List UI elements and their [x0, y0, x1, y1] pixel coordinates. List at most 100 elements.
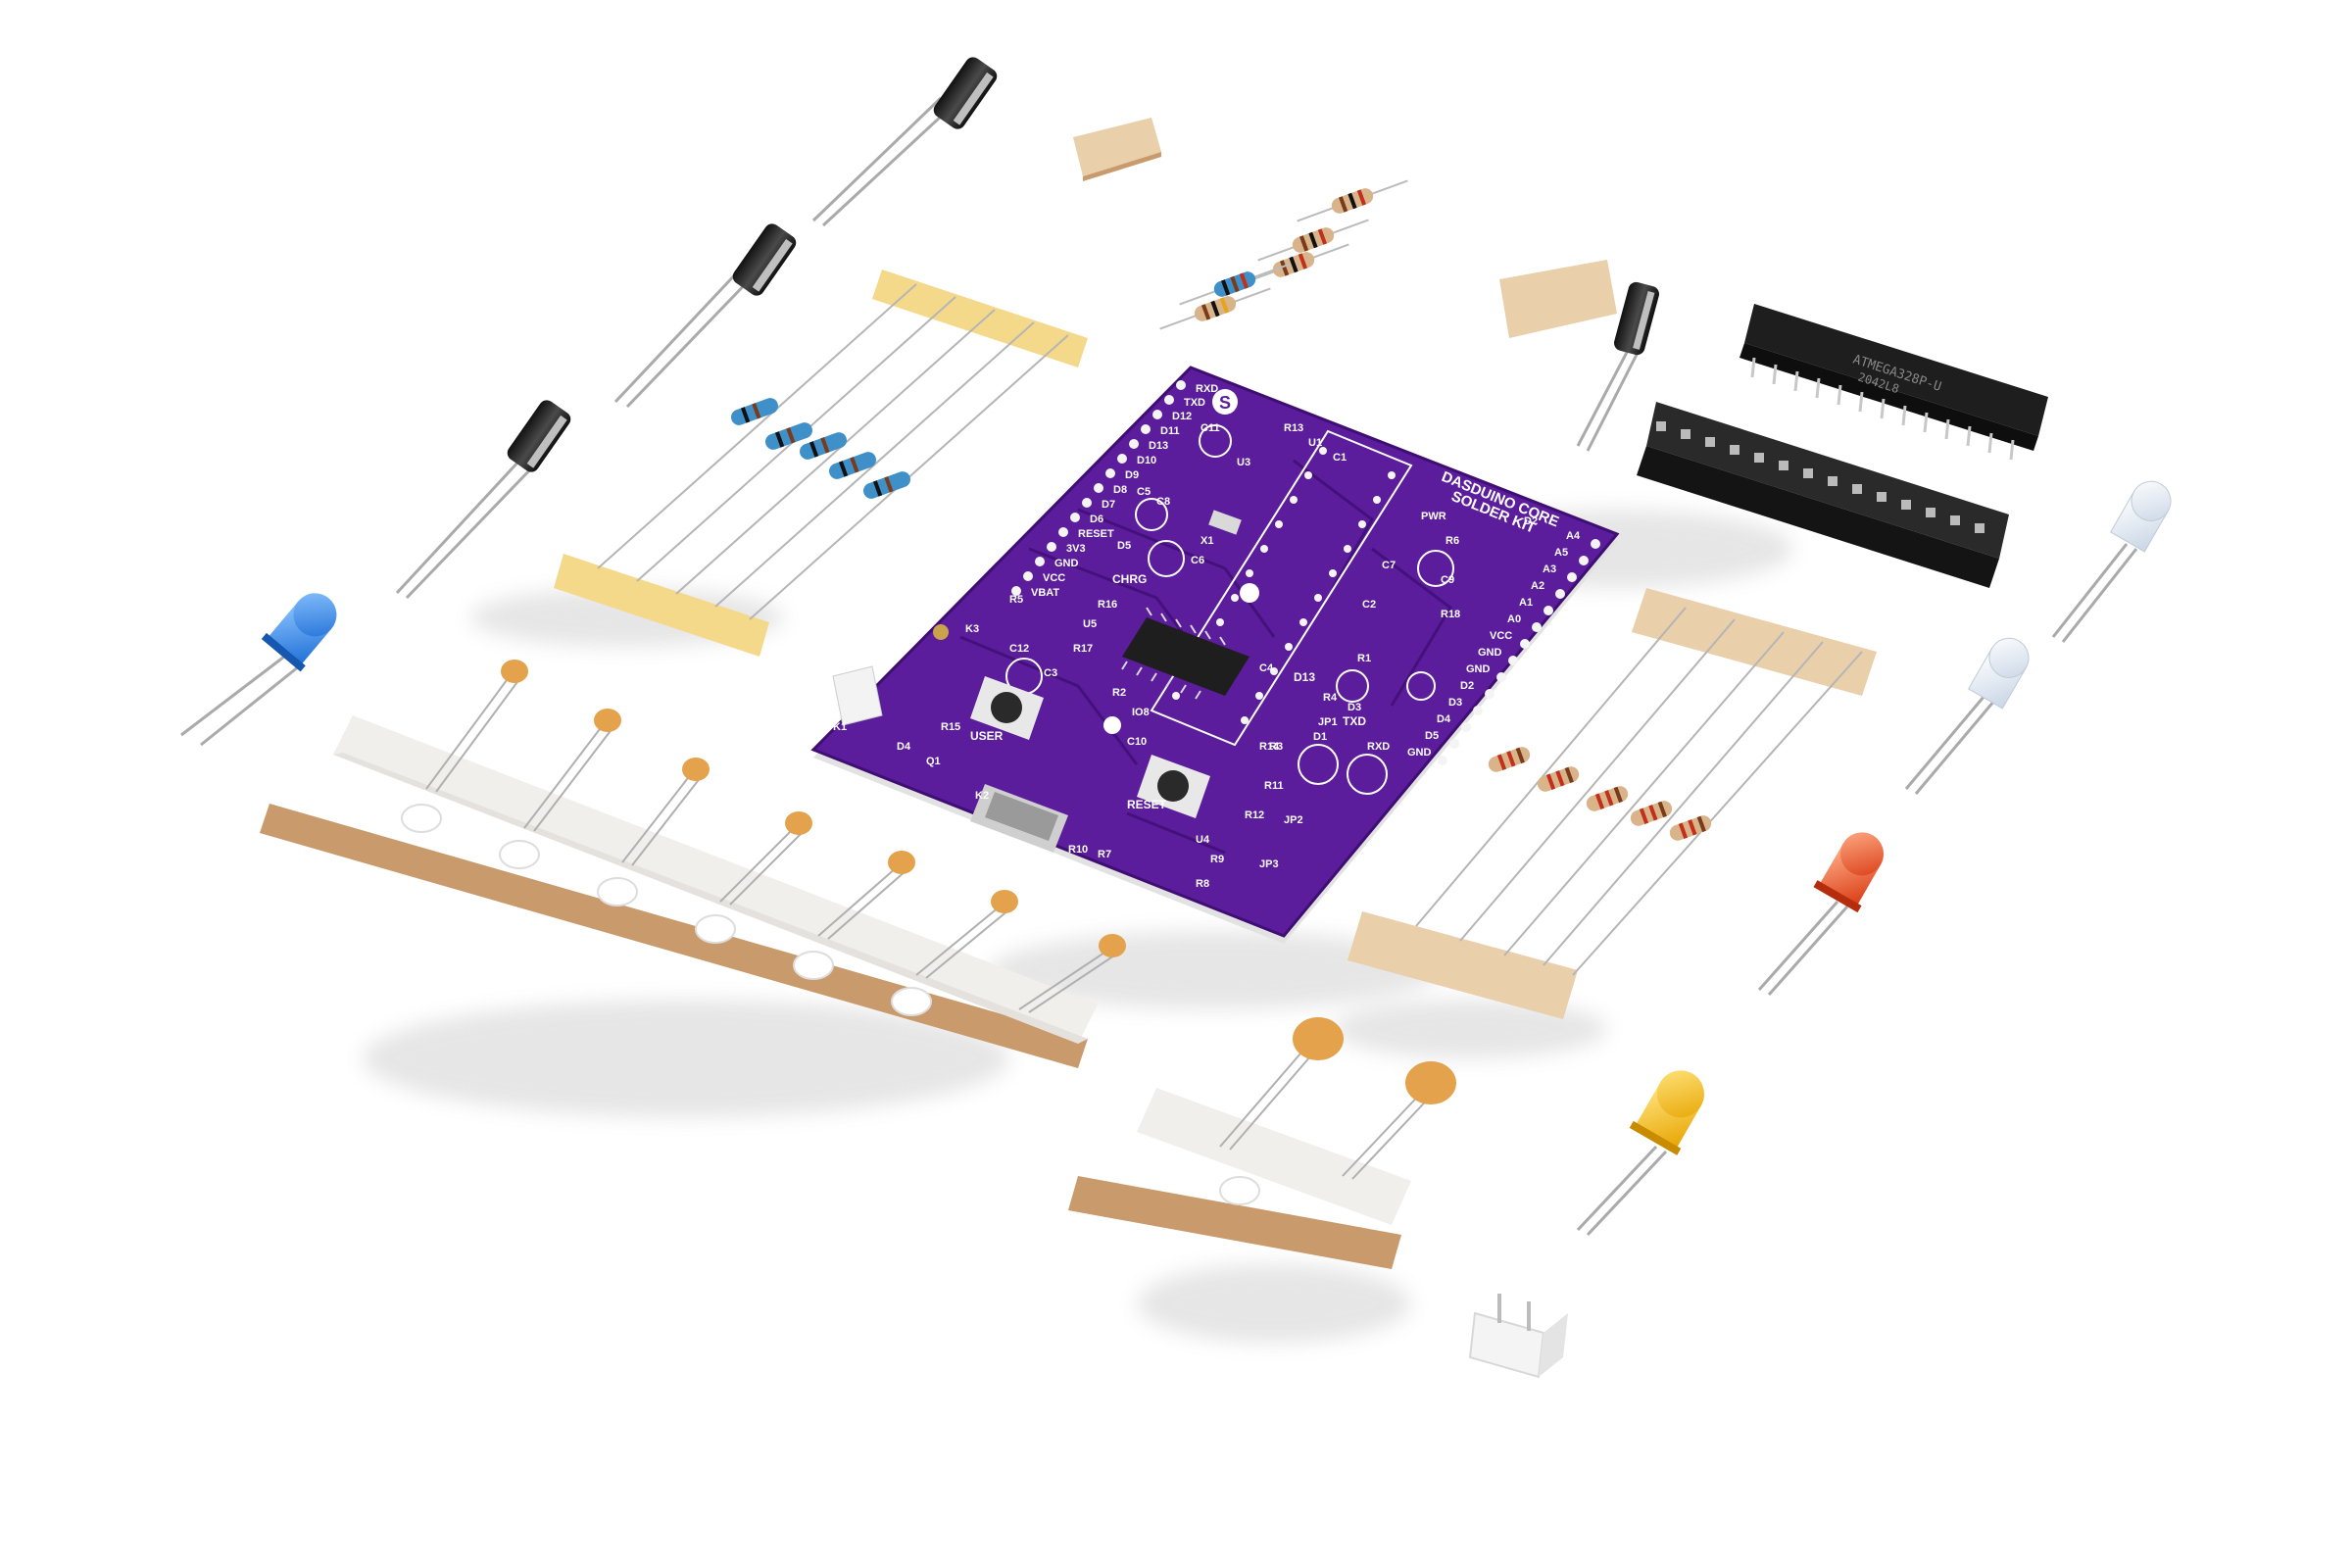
silk-label: R7	[1098, 849, 1111, 860]
silk-left-pin: 3V3	[1066, 543, 1086, 555]
led-yellow	[1576, 1070, 1704, 1237]
silk-right-pin: D5	[1425, 730, 1439, 742]
silk-left-pin: VCC	[1043, 572, 1065, 584]
silk-right-pin: VCC	[1490, 630, 1512, 642]
usb-c-connector	[970, 784, 1068, 853]
silk-label: JP2	[1284, 814, 1303, 826]
silk-label: R10	[1068, 844, 1088, 856]
left-header-pins	[1011, 380, 1186, 596]
led-red	[1757, 832, 1884, 996]
jumper-header	[1468, 1294, 1568, 1379]
silk-label: C12	[1009, 643, 1029, 655]
silk-right-pin: A1	[1519, 597, 1533, 609]
silk-label: D3	[1348, 702, 1361, 713]
silk-label: C8	[1156, 496, 1170, 508]
silk-label: D1	[1313, 731, 1327, 743]
silk-label: C4	[1259, 662, 1274, 674]
silk-label: C9	[1441, 574, 1454, 586]
silk-label: C11	[1200, 422, 1220, 434]
led-clear	[2051, 480, 2172, 643]
silk-label: D13	[1294, 670, 1315, 684]
silk-right-pin: D3	[1448, 697, 1462, 709]
tape-strip-small	[1499, 260, 1617, 338]
silk-label: IO8	[1132, 707, 1150, 718]
silk-right-pin: A2	[1531, 580, 1544, 592]
silk-left-pin: GND	[1054, 558, 1079, 569]
silk-label: JP3	[1259, 858, 1279, 870]
silk-right-pin: A0	[1507, 613, 1521, 625]
silk-label: D5	[1117, 540, 1131, 552]
silk-label: C5	[1137, 486, 1151, 498]
silk-label: C2	[1362, 599, 1376, 611]
silk-label: D2	[1524, 515, 1538, 527]
silk-left-pin: D11	[1160, 425, 1180, 437]
silk-label: R4	[1323, 692, 1338, 704]
ic-socket	[1637, 402, 2009, 588]
silk-label: R18	[1441, 609, 1460, 620]
crystal	[1208, 510, 1242, 535]
silk-label: U4	[1196, 834, 1210, 846]
silk-label: K2	[975, 790, 989, 802]
silk-label: C6	[1191, 555, 1204, 566]
silk-left-pin: D6	[1090, 514, 1103, 525]
right-header-pins	[1438, 539, 1600, 765]
silk-right-pin: A3	[1543, 564, 1556, 575]
silk-right-pin: A5	[1554, 547, 1568, 559]
led-clear	[1904, 637, 2030, 795]
soldered-logo-icon: S	[1212, 389, 1238, 415]
mounting-hole	[1240, 583, 1259, 603]
silk-label: R11	[1264, 780, 1284, 792]
silk-label: U1	[1308, 437, 1322, 449]
mounting-hole	[1103, 716, 1121, 734]
pcb-board: S RXD TXD D12 D11 D13 D10 D9 D8 D7 D6 RE…	[810, 366, 1620, 944]
silk-label: K1	[833, 721, 847, 733]
silk-label: R2	[1112, 687, 1126, 699]
silk-label: PWR	[1421, 511, 1446, 522]
silk-label: R8	[1196, 878, 1209, 890]
silk-label: C10	[1127, 736, 1147, 748]
silk-label: R9	[1210, 854, 1224, 865]
silk-label: R13	[1284, 422, 1303, 434]
electrolytic-capacitor	[1576, 281, 1659, 452]
silk-label: C3	[1044, 667, 1057, 679]
silk-label: R6	[1446, 535, 1459, 547]
silk-label: K3	[965, 623, 979, 635]
silk-label: C7	[1382, 560, 1396, 571]
silk-label: R16	[1098, 599, 1117, 611]
silk-label: TXD	[1343, 714, 1366, 728]
silk-left-pin: TXD	[1184, 397, 1205, 409]
user-button	[970, 676, 1044, 740]
silk-label: U5	[1083, 618, 1097, 630]
silk-label: R17	[1073, 643, 1093, 655]
silk-label: X1	[1200, 535, 1213, 547]
silk-label: R3	[1269, 741, 1283, 753]
silk-label: RXD	[1367, 741, 1390, 753]
beige-resistors-on-tape	[1348, 588, 1877, 1019]
silk-label: R1	[1357, 653, 1371, 664]
silk-label: U3	[1237, 457, 1250, 468]
silk-right-pin: GND	[1466, 663, 1491, 675]
silk-left-pin: D13	[1149, 440, 1168, 452]
reset-button	[1137, 755, 1210, 818]
silk-label: R5	[1009, 594, 1023, 606]
silk-left-pin: D7	[1102, 499, 1115, 511]
silk-label: R14	[1259, 741, 1280, 753]
silk-label: Q1	[926, 756, 941, 767]
svg-text:S: S	[1219, 393, 1231, 413]
blue-resistors-on-tape	[554, 270, 1088, 657]
electrolytic-capacitor	[613, 223, 797, 409]
ic-footprint	[1150, 429, 1413, 747]
silk-right-pin: A4	[1566, 530, 1581, 542]
electrolytic-capacitor	[395, 400, 571, 600]
ceramic-capacitors-small-tape	[1068, 1017, 1456, 1269]
silk-right-pin: D2	[1460, 680, 1474, 692]
silk-right-pin: GND	[1478, 647, 1502, 659]
silk-label: R12	[1245, 809, 1264, 821]
silk-left-pin: RXD	[1196, 383, 1218, 395]
loose-resistors	[1159, 179, 1408, 330]
silk-label: JP1	[1318, 716, 1338, 728]
silk-right-pin: GND	[1407, 747, 1432, 759]
silk-right-pin: D4	[1437, 713, 1451, 725]
led-blue	[180, 593, 337, 747]
